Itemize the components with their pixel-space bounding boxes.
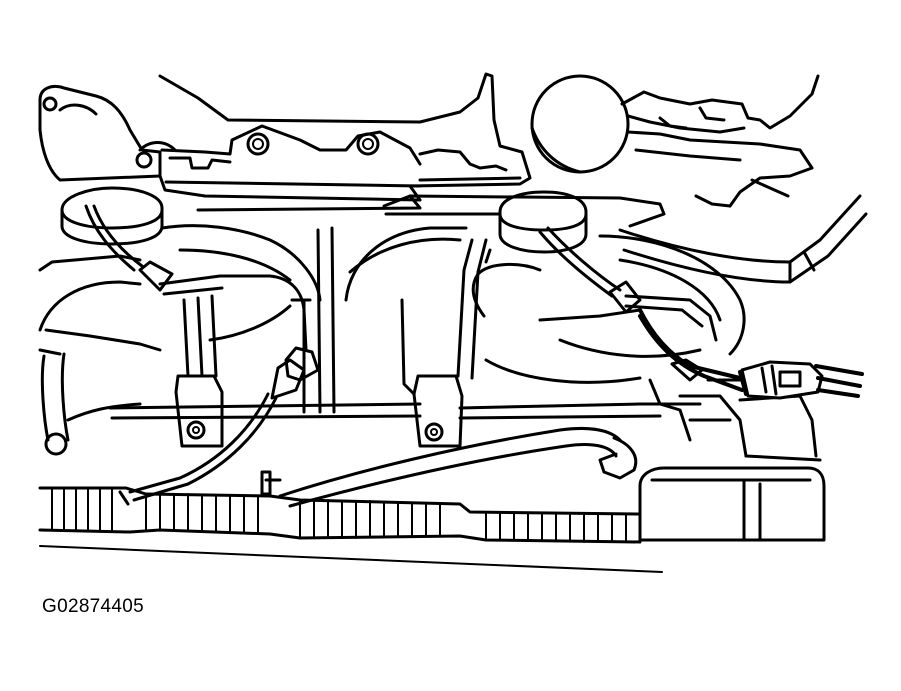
- main-harness: [38, 426, 642, 544]
- harness-ribs: [51, 487, 627, 543]
- upper-hose: [618, 194, 868, 284]
- baseline-rule: [39, 545, 663, 573]
- left-fan-wiring: [84, 204, 320, 506]
- right-fan-assembly: [344, 190, 746, 448]
- left-fan-assembly: [38, 186, 322, 456]
- relay-box: [638, 466, 826, 542]
- intake-manifold: [38, 72, 820, 208]
- figure-id-label: G02874405: [42, 596, 145, 617]
- right-fan-wiring: [538, 226, 864, 400]
